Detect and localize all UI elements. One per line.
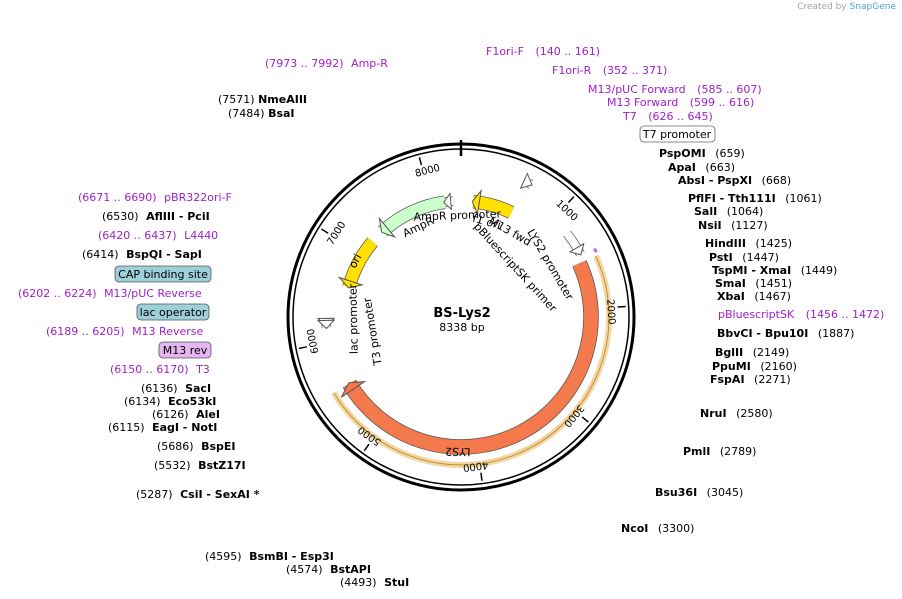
- site-label-bsmbi-esp3i[interactable]: (4595) BsmBI - Esp3I: [205, 550, 334, 563]
- t7-promoter-box-label: T7 promoter: [642, 128, 712, 141]
- primer-label-pbr322ori-f[interactable]: (6671 .. 6690) pBR322ori-F: [78, 191, 232, 204]
- site-label-stui[interactable]: (4493) StuI: [340, 576, 409, 589]
- site-label-nrui[interactable]: NruI (2580): [700, 407, 773, 420]
- site-label-bsai[interactable]: (7484) BsaI: [228, 107, 295, 120]
- primer-label-m13-forward[interactable]: M13 Forward (599 .. 616): [607, 96, 754, 109]
- tick-mark: [298, 346, 307, 350]
- lys2-highlight-edge: [333, 255, 610, 466]
- site-label-absi-pspxi[interactable]: AbsI - PspXI (668): [678, 174, 791, 187]
- primer-label-m13-puc-reverse[interactable]: (6202 .. 6224) M13/pUC Reverse: [18, 287, 202, 300]
- t7-promoter-box[interactable]: [639, 125, 716, 143]
- site-label-eagi-noti[interactable]: (6115) EagI - NotI: [108, 421, 217, 434]
- lac-operator-box[interactable]: [136, 303, 210, 321]
- site-label-nsii[interactable]: NsiI (1127): [698, 219, 768, 232]
- primer-label-t7[interactable]: T7 (626 .. 645): [622, 110, 713, 123]
- plasmid-length: 8338 bp: [439, 321, 484, 334]
- site-label-ppumi[interactable]: PpuMI (2160): [712, 360, 797, 373]
- site-label-nmeaiii[interactable]: (7571) NmeAIII: [218, 93, 307, 106]
- site-label-bglii[interactable]: BglII (2149): [715, 346, 789, 359]
- feature-label-ori: ori: [346, 252, 364, 271]
- primer-label-f1ori-f[interactable]: F1ori-F (140 .. 161): [486, 45, 600, 58]
- primer-label-m13-puc-forward[interactable]: M13/pUC Forward (585 .. 607): [588, 83, 762, 96]
- site-label-bspei[interactable]: (5686) BspEI: [157, 440, 236, 453]
- primer-label-f1ori-r[interactable]: F1ori-R (352 .. 371): [552, 64, 667, 77]
- site-label-tspmi-xmai[interactable]: TspMI - XmaI (1449): [712, 264, 837, 277]
- site-label-bspqi-sapi[interactable]: (6414) BspQI - SapI: [82, 248, 202, 261]
- lac-operator-label: lac operator: [140, 306, 207, 319]
- site-label-hindiii[interactable]: HindIII (1425): [705, 237, 792, 250]
- site-label-sali[interactable]: SalI (1064): [694, 205, 763, 218]
- feature-arrowhead: [340, 380, 367, 398]
- site-label-pspomi[interactable]: PspOMI (659): [659, 147, 745, 160]
- tick-mark: [363, 443, 370, 452]
- tick-mark: [567, 196, 575, 204]
- plasmid-backbone: [286, 140, 636, 492]
- feature-arrowhead: [337, 276, 364, 289]
- feature-label-ampr-promoter: AmpR promoter: [413, 207, 501, 223]
- primer-label-amp-r[interactable]: (7973 .. 7992) Amp-R: [265, 57, 388, 70]
- site-label-bbvci-bpu10i[interactable]: BbvCI - Bpu10I (1887): [717, 327, 854, 340]
- primer-label-pbluescriptsk[interactable]: pBluescriptSK (1456 .. 1472): [718, 308, 884, 321]
- cap-binding-site-label: CAP binding site: [118, 268, 208, 281]
- feature-arrowhead: [471, 188, 482, 217]
- tick-mark: [480, 472, 483, 481]
- plasmid-name: BS-Lys2: [433, 306, 490, 321]
- feature-arrowhead: [519, 172, 533, 189]
- feature-arrowhead: [378, 216, 397, 238]
- site-label-smai[interactable]: SmaI (1451): [715, 277, 792, 290]
- site-label-xbai[interactable]: XbaI (1467): [717, 290, 791, 303]
- snapgene-credit: Created by SnapGene: [797, 2, 896, 12]
- tick-label: 4000: [462, 459, 489, 473]
- tick-mark: [321, 228, 329, 234]
- feature-pbluescriptsk-primer[interactable]: [593, 247, 598, 253]
- site-label-bstapi[interactable]: (4574) BstAPI: [286, 563, 371, 576]
- primer-label-l4440[interactable]: (6420 .. 6437) L4440: [98, 229, 218, 242]
- site-label-ncoi[interactable]: NcoI (3300): [621, 522, 694, 535]
- site-label-pmli[interactable]: PmlI (2789): [683, 445, 756, 458]
- site-label-bsu36i[interactable]: Bsu36I (3045): [655, 486, 743, 499]
- snapgene-logo: SnapGene: [849, 2, 896, 12]
- site-label-afliii-pcii[interactable]: (6530) AflIII - PciI: [102, 210, 210, 223]
- m13-rev-label: M13 rev: [163, 344, 208, 357]
- tick-mark: [418, 157, 423, 166]
- tick-label: 8000: [414, 163, 441, 180]
- site-label-bstz17i[interactable]: (5532) BstZ17I: [154, 459, 246, 472]
- primer-label-t3[interactable]: (6150 .. 6170) T3: [110, 363, 210, 376]
- tick-mark: [617, 305, 626, 308]
- site-label-saci[interactable]: (6136) SacI: [141, 382, 211, 395]
- tick-label: 1000: [553, 198, 579, 223]
- cap-binding-site-box[interactable]: [114, 265, 212, 283]
- feature-label-lac-promoter: lac promoter: [346, 283, 360, 354]
- feature-arrowhead: [568, 242, 585, 256]
- site-label-apai[interactable]: ApaI (663): [668, 161, 735, 174]
- feature-arrowhead: [316, 319, 336, 330]
- site-label-eco53ki[interactable]: (6134) Eco53kI: [124, 395, 216, 408]
- tick-label: 2000: [604, 299, 617, 325]
- tick-label: 7000: [326, 220, 349, 247]
- feature-arrowhead: [443, 192, 453, 211]
- tick-mark: [581, 416, 589, 423]
- site-label-psti[interactable]: PstI (1447): [709, 251, 779, 264]
- tick-label: 6000: [306, 327, 322, 354]
- m13-rev-box[interactable]: [158, 341, 212, 359]
- site-label-fspai[interactable]: FspAI (2271): [710, 373, 791, 386]
- primer-label-m13-reverse[interactable]: (6189 .. 6205) M13 Reverse: [46, 325, 203, 338]
- site-label-alei[interactable]: (6126) AleI: [152, 408, 220, 421]
- feature-label-lys2: LYS2: [445, 445, 471, 459]
- site-label-csii-sexai[interactable]: (5287) CsiI - SexAI *: [136, 488, 260, 501]
- site-label-pflfi-tth111i[interactable]: PflFI - Tth111I (1061): [688, 192, 822, 205]
- feature-lys2[interactable]: [343, 260, 598, 454]
- feature-label-t3-promoter: T3 promoter: [361, 296, 385, 367]
